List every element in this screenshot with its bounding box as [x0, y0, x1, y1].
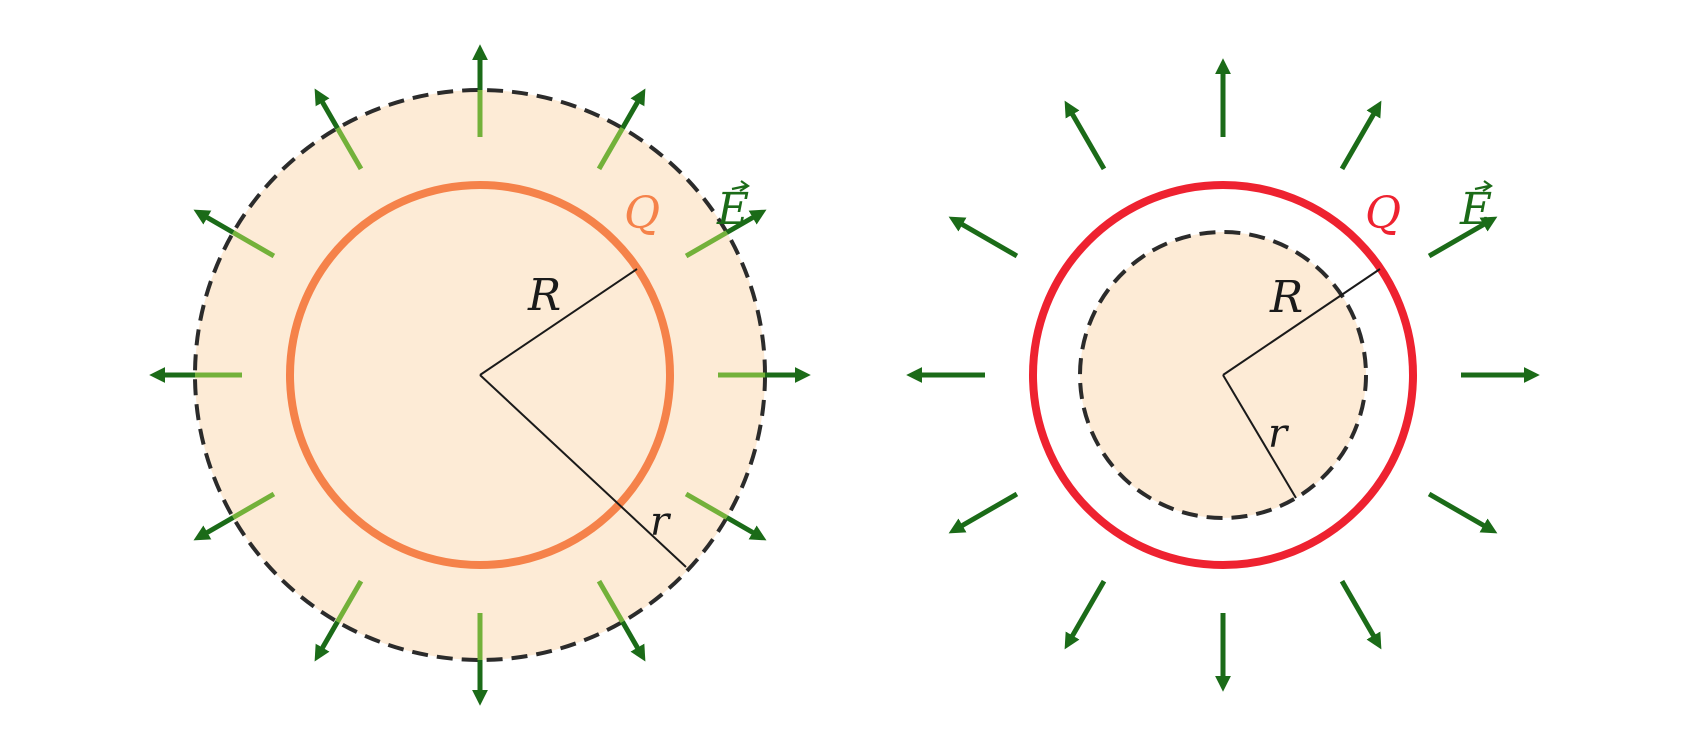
right-vector-arrow-icon [1474, 180, 1493, 192]
right-field-E-label: E [1459, 184, 1492, 235]
right-field-arrow-10 [1339, 579, 1382, 650]
left-radius-R-label: R [527, 270, 561, 321]
right-field-arrow-1 [1427, 216, 1498, 259]
left-field-E-label: E [716, 184, 749, 235]
left-inner-field-line-11 [684, 491, 729, 520]
left-field-arrow-10 [620, 620, 646, 662]
right-radius-R-label: R [1269, 272, 1303, 323]
right-field-arrow-7 [948, 491, 1019, 534]
left-field-arrow-4 [314, 88, 340, 130]
right-field-arrow-8 [1064, 579, 1107, 650]
left-field-arrow-5 [193, 209, 235, 235]
right-charged-shell [1029, 181, 1417, 569]
left-field-arrow-7 [193, 515, 235, 541]
left-charge-label: Q [624, 188, 660, 239]
right-field-arrow-5 [948, 216, 1019, 259]
left-inner-field-line-1 [684, 230, 729, 259]
left-field-arrow-1 [725, 209, 767, 235]
left-inner-field-line-2 [596, 126, 625, 171]
left-field-arrow-8 [314, 620, 340, 662]
left-radius-r-label: r [650, 499, 672, 545]
right-radius-r-label: r [1268, 411, 1290, 457]
right-field-arrow-11 [1427, 491, 1498, 534]
left-field-arrow-11 [725, 515, 767, 541]
right-radius-r-line [1222, 374, 1297, 499]
left-field-arrows-outside [149, 44, 811, 706]
right-field-arrow-2 [1339, 100, 1382, 171]
right-panel-gaussian-inside: Q R r E [906, 58, 1540, 692]
right-field-arrow-4 [1064, 100, 1107, 171]
left-inner-field-line-5 [231, 230, 276, 259]
left-field-label: E [716, 180, 750, 235]
right-radius-R-line [1222, 268, 1381, 376]
right-field-arrows-outside [906, 58, 1540, 692]
left-inner-field-line-7 [231, 491, 276, 520]
left-field-arrow-2 [620, 88, 646, 130]
right-charge-label: Q [1365, 188, 1401, 239]
left-charged-shell [286, 181, 674, 569]
left-inner-field-line-8 [335, 579, 364, 624]
left-panel-gaussian-outside: Q R r E [149, 44, 811, 706]
left-vector-arrow-icon [731, 180, 750, 192]
left-radius-R-line [479, 268, 638, 376]
left-inner-field-line-10 [596, 579, 625, 624]
left-inner-field-line-4 [335, 126, 364, 171]
left-field-lines-inside [195, 90, 765, 660]
left-radius-r-line [479, 374, 687, 568]
right-field-label: E [1459, 180, 1493, 235]
